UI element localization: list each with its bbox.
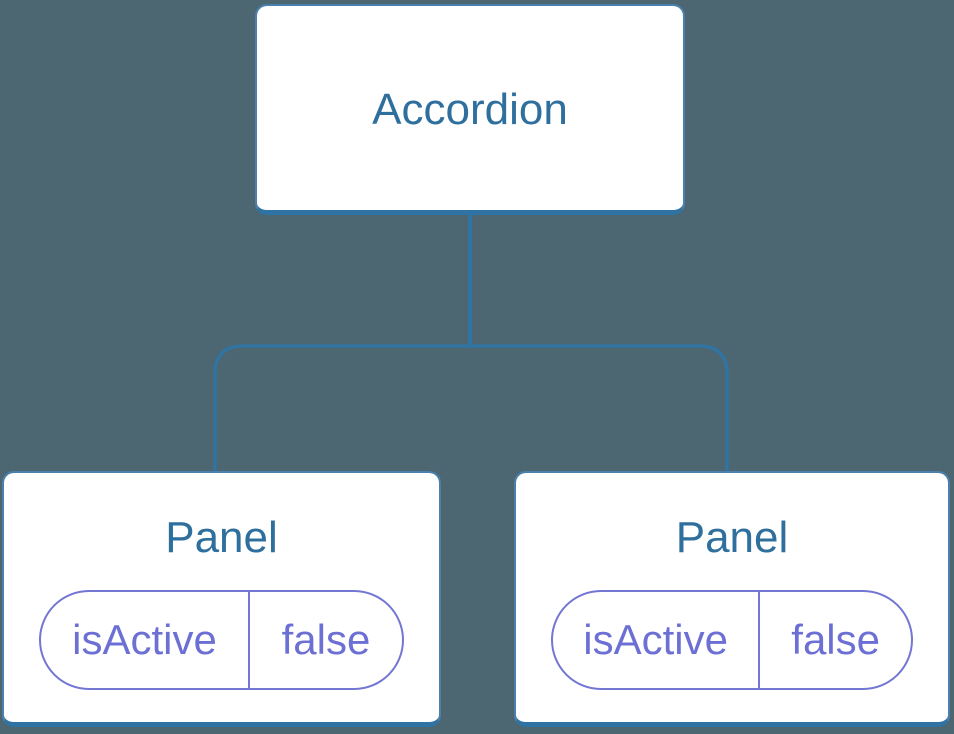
state-pill: isActive false [551, 590, 913, 690]
branch-connector-bracket [213, 344, 729, 472]
state-pill: isActive false [39, 590, 404, 690]
panel-node-right: Panel isActive false [514, 471, 950, 727]
panel-node-label: Panel [165, 513, 278, 562]
state-key-cell: isActive [41, 592, 251, 688]
state-key-cell: isActive [553, 592, 761, 688]
state-value-cell: false [281, 616, 371, 663]
root-node-label: Accordion [372, 85, 568, 134]
state-value-cell: false [791, 616, 880, 663]
panel-node-label: Panel [675, 513, 789, 562]
panel-node-left: Panel isActive false [2, 471, 441, 727]
root-node-accordion: Accordion [255, 4, 685, 215]
